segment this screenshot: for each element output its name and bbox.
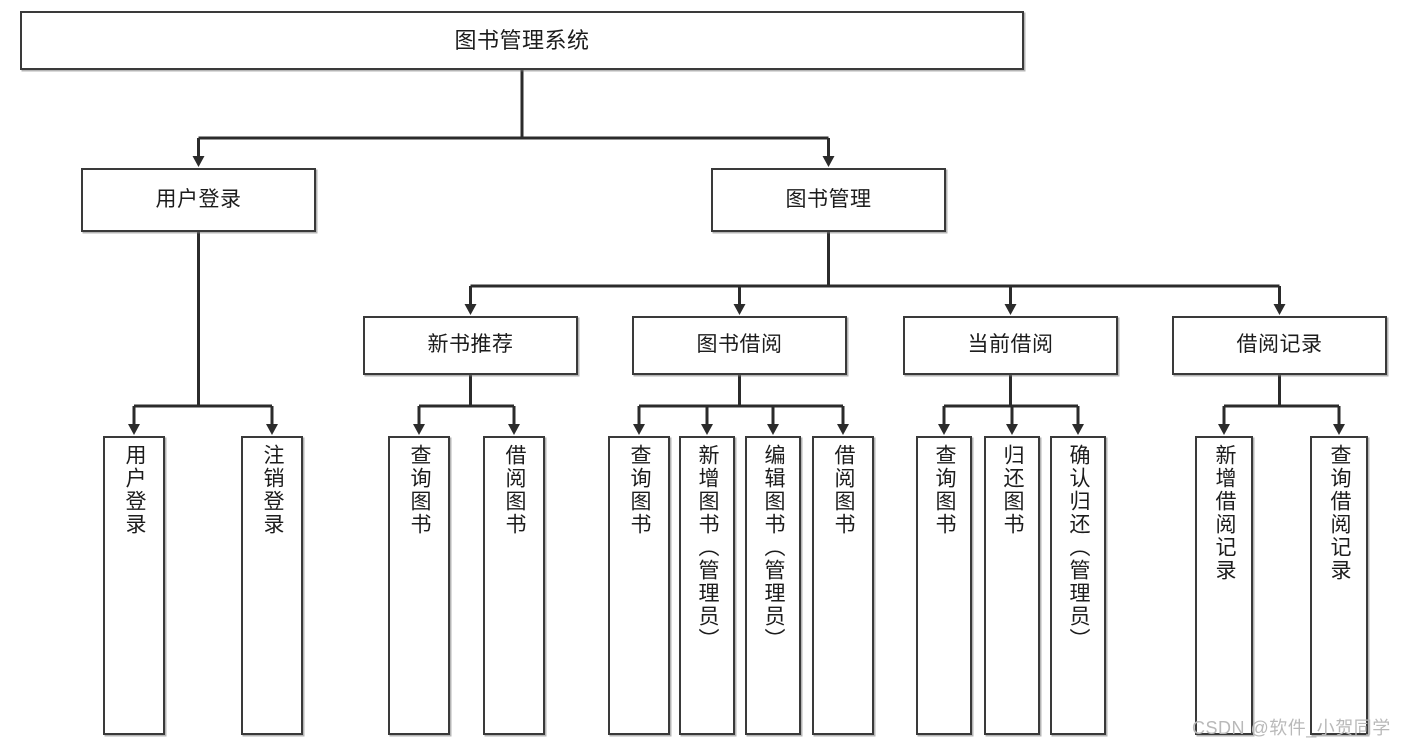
node-label: 确认归还（管理员）: [1067, 444, 1091, 651]
node-label: 借阅图书: [832, 444, 856, 536]
node-user-login[interactable]: 用户登录: [81, 168, 316, 232]
node-leaf-borrow-book-2[interactable]: 借阅图书: [812, 436, 874, 735]
node-label: 图书管理: [785, 187, 872, 211]
node-leaf-borrow-book-1[interactable]: 借阅图书: [483, 436, 545, 735]
node-leaf-return-book[interactable]: 归还图书: [984, 436, 1040, 735]
node-label: 借阅图书: [503, 444, 527, 536]
node-leaf-query-book-3[interactable]: 查询图书: [916, 436, 972, 735]
node-label: 编辑图书（管理员）: [762, 444, 786, 651]
node-leaf-confirm-return[interactable]: 确认归还（管理员）: [1050, 436, 1106, 735]
node-borrow-record[interactable]: 借阅记录: [1172, 316, 1387, 375]
node-leaf-edit-book[interactable]: 编辑图书（管理员）: [745, 436, 801, 735]
node-new-book-rec[interactable]: 新书推荐: [363, 316, 578, 375]
node-leaf-user-login[interactable]: 用户登录: [103, 436, 165, 735]
node-label: 图书管理系统: [454, 27, 590, 53]
node-label: 图书借阅: [696, 333, 783, 357]
node-label: 查询借阅记录: [1328, 444, 1352, 582]
node-label: 用户登录: [123, 444, 147, 536]
node-label: 注销登录: [261, 444, 285, 536]
node-leaf-query-book-2[interactable]: 查询图书: [608, 436, 670, 735]
node-label: 新增借阅记录: [1213, 444, 1237, 582]
node-label: 归还图书: [1001, 444, 1025, 536]
node-leaf-add-book[interactable]: 新增图书（管理员）: [679, 436, 735, 735]
node-label: 查询图书: [408, 444, 432, 536]
node-leaf-add-record[interactable]: 新增借阅记录: [1195, 436, 1253, 735]
node-book-borrow[interactable]: 图书借阅: [632, 316, 847, 375]
node-label: 当前借阅: [967, 333, 1054, 357]
node-label: 查询图书: [933, 444, 957, 536]
node-book-manage[interactable]: 图书管理: [711, 168, 946, 232]
watermark-text: CSDN @软件_小贺同学: [1192, 718, 1391, 738]
node-leaf-logout[interactable]: 注销登录: [241, 436, 303, 735]
node-label: 新增图书（管理员）: [696, 444, 720, 651]
node-leaf-query-record[interactable]: 查询借阅记录: [1310, 436, 1368, 735]
node-current-borrow[interactable]: 当前借阅: [903, 316, 1118, 375]
node-label: 查询图书: [628, 444, 652, 536]
node-label: 新书推荐: [427, 333, 514, 357]
node-root[interactable]: 图书管理系统: [20, 11, 1024, 70]
node-leaf-query-book-1[interactable]: 查询图书: [388, 436, 450, 735]
node-label: 用户登录: [155, 187, 242, 211]
node-label: 借阅记录: [1236, 333, 1323, 357]
